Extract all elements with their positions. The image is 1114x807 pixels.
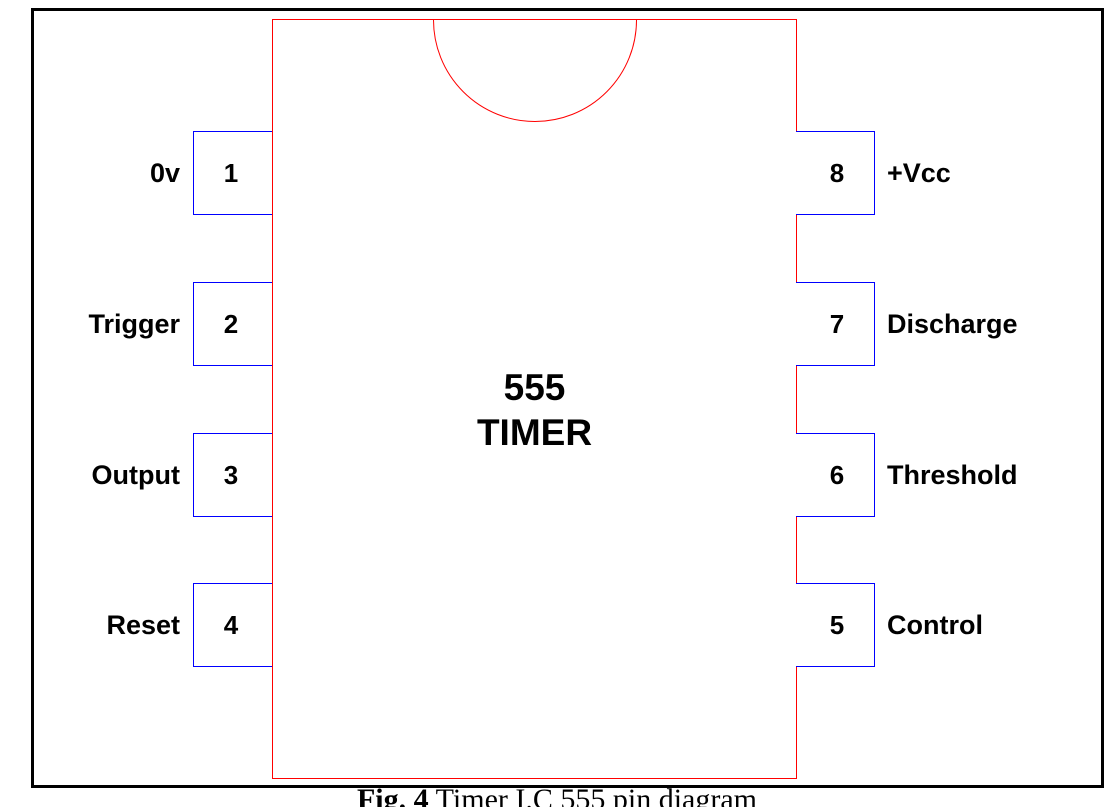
pin-4: 4 (193, 583, 272, 667)
ic-label-number: 555 (503, 367, 566, 408)
ic-body: 555 TIMER (272, 19, 797, 779)
pin-7-label: Discharge (887, 308, 1018, 339)
pin-8-label: +Vcc (887, 157, 951, 188)
ic-notch (433, 20, 637, 122)
pin-3-label: Output (91, 459, 180, 490)
pin-6-label: Threshold (887, 459, 1018, 490)
pin-3: 3 (193, 433, 272, 517)
caption-figure-number: Fig. 4 (356, 785, 429, 807)
pin-2-label: Trigger (88, 308, 180, 339)
pin-1-label: 0v (149, 157, 180, 188)
pin-5-label: Control (887, 609, 983, 640)
pin-1: 1 (193, 131, 272, 215)
ic-label-name: TIMER (476, 412, 593, 453)
caption-text: Timer I.C 555 pin diagram (435, 785, 757, 807)
diagram-frame: 555 TIMER 1 0v 2 Trigger 3 Output 4 Rese… (31, 8, 1104, 788)
pin-6: 6 (796, 433, 875, 517)
pin-2: 2 (193, 282, 272, 366)
pin-5: 5 (796, 583, 875, 667)
figure-caption: Fig. 4 Timer I.C 555 pin diagram (0, 785, 1114, 807)
pin-4-label: Reset (106, 609, 180, 640)
pin-8: 8 (796, 131, 875, 215)
pin-7: 7 (796, 282, 875, 366)
